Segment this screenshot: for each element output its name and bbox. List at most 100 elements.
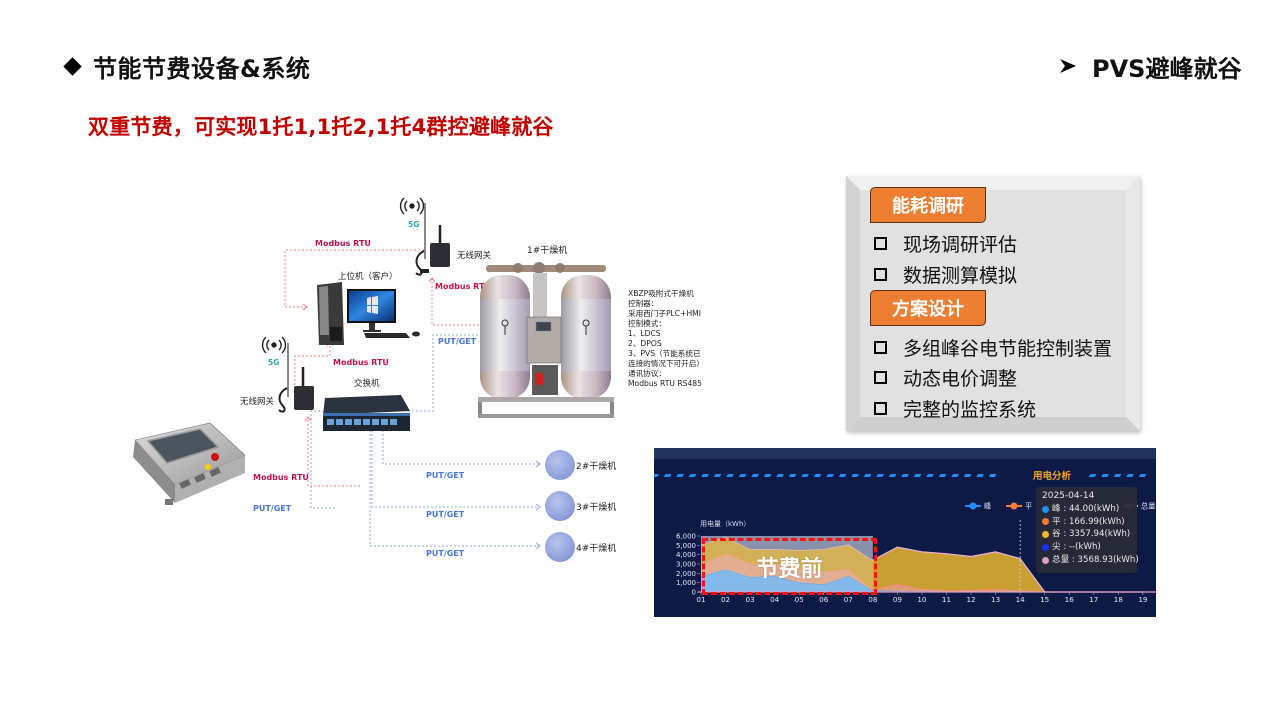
x-tick-label: 17	[1089, 595, 1098, 604]
dryer-4: 4#干燥机	[545, 532, 616, 562]
hollow-square-bullet-icon	[874, 370, 887, 384]
tooltip-row: 平 : 166.99(kWh)	[1042, 516, 1137, 529]
wifi-signal-icon	[261, 336, 287, 354]
chart-title: 用电分析	[1032, 470, 1072, 482]
x-tick-label: 04	[770, 595, 780, 604]
y-tick-label: 0	[692, 589, 696, 597]
tooltip-row: 峰 : 44.00(kWh)	[1042, 503, 1137, 516]
tooltip-date: 2025-04-14	[1042, 491, 1095, 501]
tag-energy-survey: 能耗调研	[870, 187, 986, 223]
legend-dot-icon	[1010, 502, 1018, 510]
before-region-veil	[701, 536, 873, 592]
area-valley	[701, 536, 1143, 592]
title-dash	[776, 474, 784, 477]
list-item: 完整的监控系统	[874, 395, 1036, 421]
title-dash-decoration	[654, 474, 1147, 477]
host-pc-label: 上位机（客户）	[338, 271, 398, 282]
panel-top-bar	[654, 448, 1156, 459]
title-dash	[926, 474, 934, 477]
svg-text:采用西门子PLC+HMI: 采用西门子PLC+HMI	[628, 308, 701, 318]
feature-card: 能耗调研 现场调研评估 数据测算模拟 方案设计 多组峰谷电节能控制装置 动态电价…	[846, 176, 1140, 431]
svg-text:2、DPOS: 2、DPOS	[628, 339, 662, 348]
chart-tooltip: 2025-04-14 峰 : 44.00(kWh) 平 : 166.99(kWh)…	[1036, 487, 1139, 573]
x-tick-label: 09	[893, 595, 903, 604]
title-dash	[976, 474, 984, 477]
legend-item[interactable]: 平	[1006, 502, 1032, 511]
y-tick-label: 4,000	[676, 551, 696, 559]
x-tick-label: 16	[1065, 595, 1075, 604]
wireless-gateway-top: 5G 无线网关	[399, 197, 492, 276]
tooltip-row: 谷 : 3357.94(kWh)	[1042, 528, 1137, 541]
svg-text:控制模式：: 控制模式：	[628, 318, 666, 328]
x-tick-label: 15	[1040, 595, 1049, 604]
link-label-modbus: Modbus RTU	[253, 473, 309, 482]
x-tick-label: 08	[868, 595, 878, 604]
link-label-modbus: Modbus RTU	[435, 282, 491, 291]
title-dash	[988, 474, 997, 477]
svg-text:Modbus RTU RS485: Modbus RTU RS485	[628, 379, 702, 388]
tooltip-row-text: 峰 : 44.00(kWh)	[1052, 503, 1120, 514]
title-dash	[688, 474, 697, 477]
title-dash	[863, 474, 872, 477]
svg-text:连接的情况下可开启）: 连接的情况下可开启）	[628, 358, 704, 368]
title-dash	[938, 474, 947, 477]
area-peak	[701, 569, 1143, 592]
y-tick-label: 2,000	[676, 570, 696, 578]
title-dash	[738, 474, 747, 477]
network-diagram-svg: Modbus RTU Modbus RTU Modbus RTU Modbus …	[133, 197, 704, 562]
title-dash	[838, 474, 847, 477]
legend-item[interactable]: 峰	[965, 502, 991, 511]
legend-label: 平	[1025, 502, 1032, 511]
hollow-square-bullet-icon	[874, 236, 887, 250]
x-tick-label: 19	[1138, 595, 1148, 604]
dryer-spec: XBZP吸附式干燥机 控制器： 采用西门子PLC+HMI 控制模式： 1、LDC…	[628, 288, 704, 388]
dryer-4-label: 4#干燥机	[576, 542, 616, 554]
section-title: PVS避峰就谷	[1058, 48, 1241, 84]
area-flat	[701, 553, 1143, 592]
title-dash	[901, 474, 909, 477]
title-dash	[826, 474, 834, 477]
series-dot-icon	[1042, 544, 1049, 552]
power-usage-chart-panel: 用电分析 峰平谷尖总量 用电量（kWh） 01,0002,0003,0004,0…	[654, 448, 1156, 617]
subtitle: 双重节费，可实现1托1,1托2,1托4群控避峰就谷	[88, 115, 554, 139]
dryer-2: 2#干燥机	[545, 450, 616, 480]
wifi-signal-icon	[399, 197, 425, 215]
hollow-square-bullet-icon	[874, 401, 887, 415]
putget-links	[310, 334, 540, 547]
title-dash	[654, 474, 659, 477]
title-dash	[763, 474, 772, 477]
title-dash	[801, 474, 809, 477]
hollow-square-bullet-icon	[874, 267, 887, 281]
modbus-links	[284, 249, 498, 487]
tooltip-row-text: 平 : 166.99(kWh)	[1052, 516, 1125, 527]
y-axis-label: 用电量（kWh）	[700, 519, 750, 528]
signal-5g-label: 5G	[408, 220, 419, 229]
title-dash	[1113, 474, 1122, 477]
dryer-3-label: 3#干燥机	[576, 501, 616, 513]
page-title: 节能节费设备&系统	[62, 48, 310, 84]
title-dash	[1138, 474, 1147, 477]
tooltip-row-text: 谷 : 3357.94(kWh)	[1052, 529, 1131, 540]
svg-text:3、PVS（节能系统已: 3、PVS（节能系统已	[628, 348, 701, 358]
list-item: 动态电价调整	[874, 364, 1017, 390]
svg-text:通讯协议：: 通讯协议：	[628, 368, 666, 378]
x-tick-label: 13	[991, 595, 1000, 604]
link-label-putget: PUT/GET	[253, 504, 292, 513]
link-label-putget: PUT/GET	[426, 549, 465, 558]
power-usage-chart: 用电分析 峰平谷尖总量 用电量（kWh） 01,0002,0003,0004,0…	[654, 470, 1156, 604]
title-dash	[751, 474, 759, 477]
link-label-putget: PUT/GET	[438, 337, 477, 346]
tooltip-row: 总量 : 3568.93(kWh)	[1042, 554, 1139, 567]
host-pc: 上位机（客户）	[317, 271, 420, 345]
link-label-putget: PUT/GET	[426, 510, 465, 519]
gateway-label: 无线网关	[240, 396, 275, 407]
title-dash	[913, 474, 922, 477]
link-label-modbus: Modbus RTU	[315, 239, 371, 248]
dryer-1: 1#干燥机	[478, 244, 614, 418]
network-diagram: Modbus RTU Modbus RTU Modbus RTU Modbus …	[120, 185, 730, 580]
legend-dot-icon	[969, 502, 977, 510]
y-tick-label: 5,000	[676, 542, 696, 550]
link-label-putget: PUT/GET	[426, 471, 465, 480]
title-dash	[676, 474, 684, 477]
title-dash	[963, 474, 972, 477]
